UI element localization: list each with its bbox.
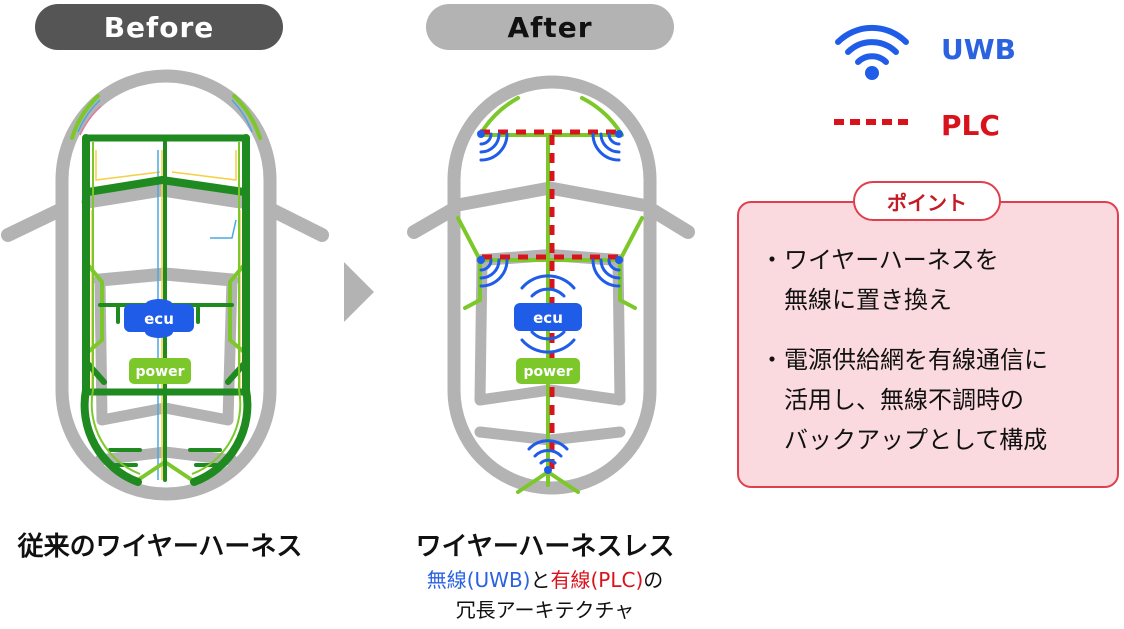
connector-text: と bbox=[530, 568, 551, 592]
subcaption-line-2: 冗長アーキテクチャ bbox=[455, 598, 635, 622]
bullet-dot: ・ bbox=[760, 246, 784, 274]
before-car-diagram: ecu power bbox=[1, 69, 329, 501]
ecu-box bbox=[514, 303, 582, 331]
bullet-line: 無線に置き換え bbox=[784, 286, 952, 314]
point-bullet: ・ 電源供給網を有線通信に 活用し、無線不調時の バックアップとして構成 bbox=[760, 340, 1048, 460]
after-car-diagram: ecu power bbox=[407, 75, 695, 495]
particle-text: の bbox=[643, 568, 664, 592]
ecu-label: ecu bbox=[144, 310, 174, 328]
uwb-nodes bbox=[477, 130, 623, 474]
plc-dashed bbox=[480, 129, 620, 470]
power-label: power bbox=[136, 364, 185, 380]
before-caption: 従来のワイヤーハーネス bbox=[17, 532, 303, 562]
wireless-text: 無線(UWB) bbox=[426, 568, 531, 592]
after-subcaption: 無線(UWB)と有線(PLC)の 冗長アーキテクチャ bbox=[385, 565, 705, 625]
after-caption: ワイヤーハーネスレス bbox=[415, 532, 675, 562]
point-title: ポイント bbox=[853, 181, 1001, 221]
after-label: After bbox=[426, 4, 674, 50]
uwb-waves bbox=[479, 132, 621, 465]
plc-legend-label: PLC bbox=[941, 109, 1000, 142]
wired-text: 有線(PLC) bbox=[550, 568, 644, 592]
bullet-line: バックアップとして構成 bbox=[784, 426, 1048, 454]
uwb-legend-label: UWB bbox=[941, 33, 1016, 66]
ecu-block: ecu bbox=[514, 303, 582, 331]
harness-light-inner bbox=[90, 142, 242, 475]
power-label: power bbox=[524, 364, 573, 380]
point-bullet: ・ ワイヤーハーネスを 無線に置き換え bbox=[760, 240, 999, 320]
power-block: power bbox=[516, 358, 580, 384]
bullet-dot: ・ bbox=[760, 346, 784, 374]
before-label: Before bbox=[35, 4, 283, 50]
dashed-line-icon bbox=[834, 119, 912, 125]
ecu-box bbox=[124, 304, 194, 332]
power-block: power bbox=[129, 358, 191, 384]
bullet-line: 電源供給網を有線通信に bbox=[784, 346, 1048, 374]
subcaption-line-1: 無線(UWB)と有線(PLC)の bbox=[385, 565, 705, 595]
bullet-line: ワイヤーハーネスを bbox=[784, 246, 999, 274]
power-box bbox=[129, 358, 191, 384]
bullet-line: 活用し、無線不調時の bbox=[784, 386, 1024, 414]
arrow-right-icon bbox=[344, 262, 374, 322]
ecu-label: ecu bbox=[533, 309, 563, 327]
ecu-block: ecu bbox=[124, 299, 194, 338]
wifi-icon bbox=[835, 24, 909, 80]
power-box bbox=[516, 358, 580, 384]
